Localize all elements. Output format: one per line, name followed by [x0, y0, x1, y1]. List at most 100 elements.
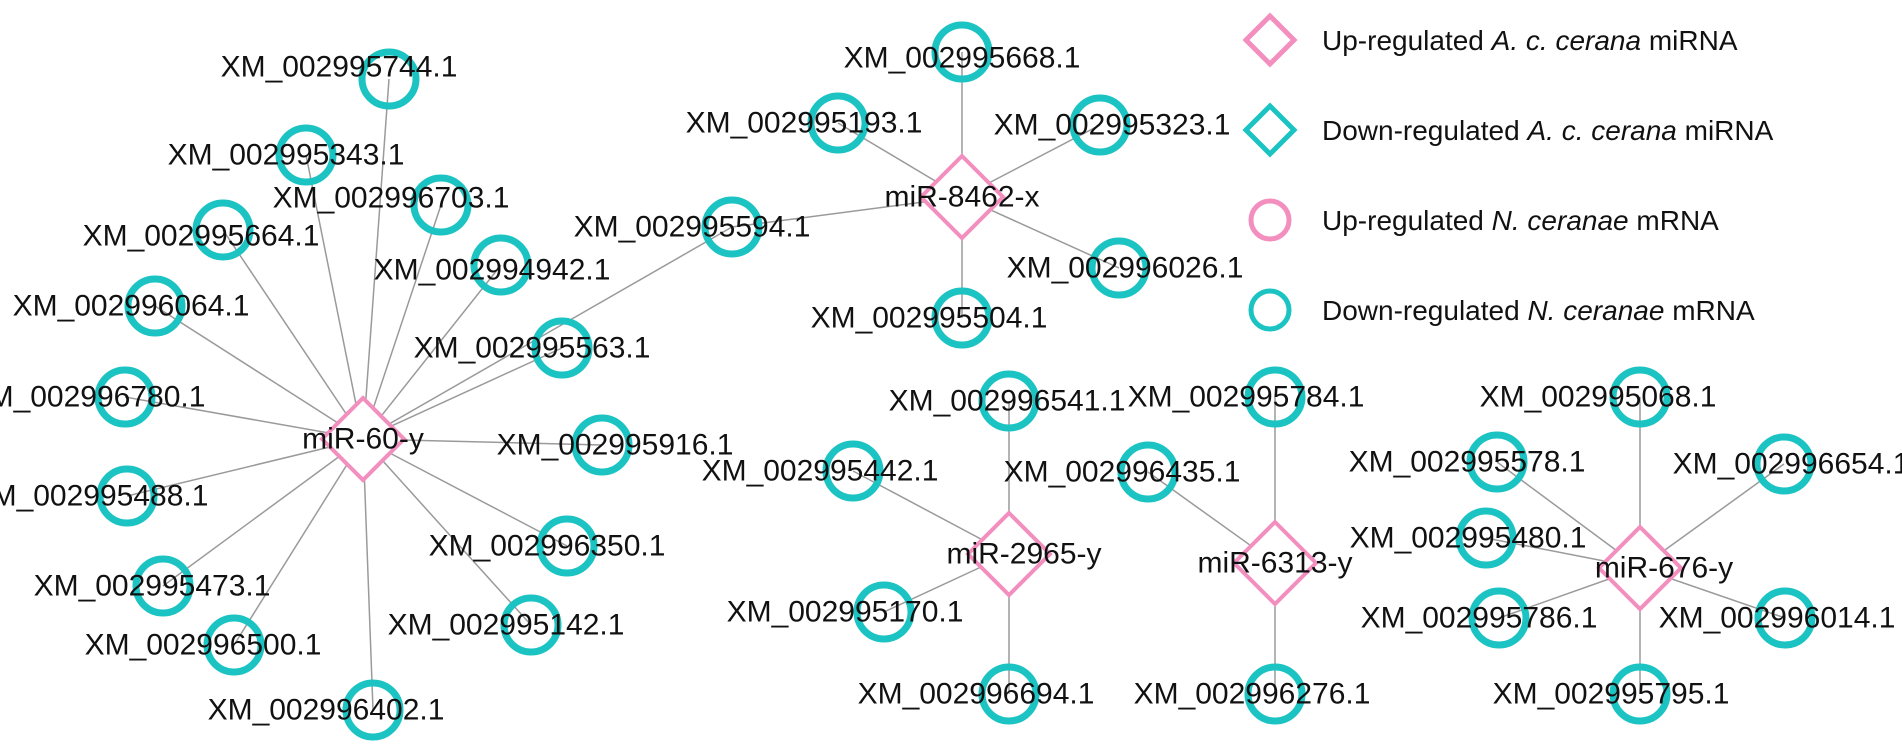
mrna-node-xm-002996026-1 [1088, 237, 1150, 299]
edge-mir-60-y-xm-002995664-1 [222, 229, 364, 440]
legend: Up-regulated A. c. cerana miRNADown-regu… [1242, 12, 1774, 332]
legend-label-suffix: miRNA [1677, 115, 1774, 146]
mrna-label-xm-002996014-1: XM_002996014.1 [1659, 602, 1896, 635]
mrna-node-xm-002995795-1 [1609, 663, 1671, 725]
legend-circle-icon [1248, 198, 1292, 242]
mrna-node-xm-002996780-1 [94, 366, 156, 428]
edge-mir-60-y-xm-002995142-1 [362, 438, 532, 626]
mrna-label-xm-002996402-1: XM_002996402.1 [208, 694, 445, 727]
legend-label-prefix: Up-regulated [1322, 205, 1492, 236]
mrna-label-xm-002995594-1: XM_002995594.1 [574, 211, 811, 244]
mrna-node-xm-002996435-1 [1117, 441, 1179, 503]
mrna-label-xm-002995578-1: XM_002995578.1 [1349, 446, 1586, 479]
mrna-node-xm-002995916-1 [571, 414, 633, 476]
edge-mir-60-y-xm-002996703-1 [362, 204, 442, 440]
mrna-node-xm-002995343-1 [275, 124, 337, 186]
legend-label: Down-regulated N. ceranae mRNA [1322, 295, 1755, 326]
legend-item-1: Down-regulated A. c. cerana miRNA [1242, 102, 1774, 158]
mrna-node-xm-002996276-1 [1244, 663, 1306, 725]
edge-mir-60-y-xm-002995473-1 [162, 438, 364, 587]
mrna-label-xm-002995668-1: XM_002995668.1 [844, 42, 1081, 75]
legend-label-suffix: mRNA [1629, 205, 1720, 236]
mirna-label-mir-6313-y: miR-6313-y [1197, 547, 1352, 580]
mrna-label-xm-002995343-1: XM_002995343.1 [168, 139, 405, 172]
mrna-node-xm-002995323-1 [1069, 94, 1131, 156]
mirna-label-mir-8462-x: miR-8462-x [884, 181, 1039, 214]
mrna-label-xm-002995142-1: XM_002995142.1 [388, 609, 625, 642]
mrna-node-xm-002995068-1 [1609, 366, 1671, 428]
mrna-node-xm-002995784-1 [1244, 366, 1306, 428]
edge-mir-60-y-xm-002996780-1 [124, 396, 364, 440]
mrna-node-xm-002995488-1 [96, 465, 158, 527]
edge-mir-60-y-xm-002996064-1 [154, 305, 364, 440]
mrna-label-xm-002996026-1: XM_002996026.1 [1007, 252, 1244, 285]
edge-mir-60-y-xm-002996402-1 [362, 438, 374, 711]
mrna-label-xm-002995744-1: XM_002995744.1 [221, 51, 458, 84]
legend-diamond-icon [1242, 102, 1298, 158]
mrna-label-xm-002995442-1: XM_002995442.1 [702, 455, 939, 488]
mrna-label-xm-002995170-1: XM_002995170.1 [727, 596, 964, 629]
mirna-label-mir-676-y: miR-676-y [1595, 552, 1733, 585]
mrna-label-xm-002996350-1: XM_002996350.1 [429, 530, 666, 563]
mrna-node-xm-002994942-1 [470, 234, 532, 296]
mrna-node-xm-002995786-1 [1468, 587, 1530, 649]
mrna-label-xm-002996064-1: XM_002996064.1 [13, 290, 250, 323]
edge-mir-60-y-xm-002995343-1 [305, 154, 364, 440]
mrna-label-xm-002996500-1: XM_002996500.1 [85, 629, 322, 662]
mrna-node-xm-002995473-1 [132, 555, 194, 617]
legend-label-species: N. ceranae [1492, 205, 1629, 236]
mrna-node-xm-002996500-1 [203, 614, 265, 676]
mirna-label-mir-2965-y: miR-2965-y [946, 538, 1101, 571]
mrna-node-xm-002996541-1 [978, 370, 1040, 432]
mrna-label-xm-002996694-1: XM_002996694.1 [858, 678, 1095, 711]
edge-mir-60-y-xm-002995488-1 [126, 438, 364, 497]
legend-label: Up-regulated A. c. cerana miRNA [1322, 25, 1738, 56]
mrna-label-xm-002995916-1: XM_002995916.1 [497, 429, 734, 462]
legend-label-species: A. c. cerana [1525, 115, 1676, 146]
mrna-node-xm-002995744-1 [358, 48, 420, 110]
mrna-node-xm-002995664-1 [192, 199, 254, 261]
mrna-label-xm-002996780-1: XM_002996780.1 [0, 381, 205, 414]
legend-label: Down-regulated A. c. cerana miRNA [1322, 115, 1774, 146]
legend-label-suffix: mRNA [1664, 295, 1755, 326]
mirna-node-mir-6313-y [1231, 519, 1319, 607]
mrna-label-xm-002995795-1: XM_002995795.1 [1493, 678, 1730, 711]
mrna-label-xm-002995323-1: XM_002995323.1 [994, 109, 1231, 142]
legend-item-3: Down-regulated N. ceranae mRNA [1248, 288, 1755, 332]
mirna-node-mir-60-y [319, 395, 407, 483]
mrna-node-xm-002995480-1 [1455, 507, 1517, 569]
mirna-label-mir-60-y: miR-60-y [302, 423, 424, 456]
mrna-node-xm-002995578-1 [1466, 431, 1528, 493]
mrna-label-xm-002996654-1: XM_002996654.1 [1673, 448, 1902, 481]
mrna-label-xm-002995068-1: XM_002995068.1 [1480, 381, 1717, 414]
mrna-node-xm-002995142-1 [500, 594, 562, 656]
edge-mir-60-y-xm-002996350-1 [362, 438, 568, 547]
mrna-label-xm-002996435-1: XM_002996435.1 [1004, 456, 1241, 489]
mrna-label-xm-002996703-1: XM_002996703.1 [273, 182, 510, 215]
mrna-node-xm-002996350-1 [536, 515, 598, 577]
mrna-node-xm-002995668-1 [931, 21, 993, 83]
legend-diamond-icon [1242, 12, 1298, 68]
mrna-node-xm-002995193-1 [807, 92, 869, 154]
mrna-label-xm-002995784-1: XM_002995784.1 [1128, 381, 1365, 414]
network-nodes: XM_002995744.1XM_002995343.1XM_002996703… [0, 21, 1902, 741]
mrna-label-xm-002995786-1: XM_002995786.1 [1361, 602, 1598, 635]
mrna-label-xm-002996276-1: XM_002996276.1 [1134, 678, 1371, 711]
mirna-node-mir-676-y [1596, 524, 1684, 612]
mrna-node-xm-002996402-1 [342, 679, 404, 741]
legend-label-suffix: miRNA [1641, 25, 1738, 56]
mirna-node-mir-2965-y [965, 510, 1053, 598]
mrna-label-xm-002995480-1: XM_002995480.1 [1350, 522, 1587, 555]
mrna-label-xm-002994942-1: XM_002994942.1 [374, 254, 611, 287]
legend-label-prefix: Down-regulated [1322, 115, 1527, 146]
edge-mir-60-y-xm-002995594-1 [362, 226, 733, 440]
mrna-node-xm-002995442-1 [822, 440, 884, 502]
mrna-label-xm-002995473-1: XM_002995473.1 [34, 570, 271, 603]
edge-mir-60-y-xm-002995744-1 [362, 78, 390, 440]
mrna-label-xm-002995193-1: XM_002995193.1 [686, 107, 923, 140]
legend-label-prefix: Up-regulated [1322, 25, 1492, 56]
legend-label: Up-regulated N. ceranae mRNA [1322, 205, 1719, 236]
mrna-node-xm-002996014-1 [1754, 587, 1816, 649]
mrna-node-xm-002996654-1 [1753, 433, 1815, 495]
